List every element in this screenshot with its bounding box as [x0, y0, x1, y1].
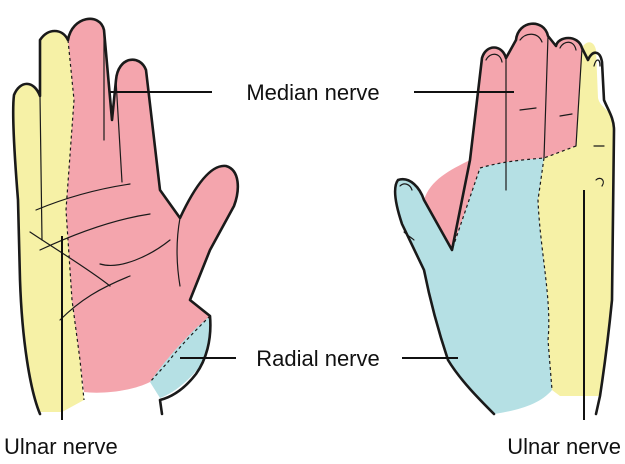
- right-radial-region: [395, 158, 552, 414]
- ulnar-nerve-label-left: Ulnar nerve: [4, 434, 118, 459]
- radial-nerve-label: Radial nerve: [256, 346, 380, 371]
- ulnar-nerve-label-right: Ulnar nerve: [507, 434, 621, 459]
- left-median-region: [66, 19, 238, 393]
- left-hand-palm: [13, 19, 238, 414]
- median-nerve-label: Median nerve: [246, 80, 379, 105]
- right-hand-dorsum: [395, 24, 614, 414]
